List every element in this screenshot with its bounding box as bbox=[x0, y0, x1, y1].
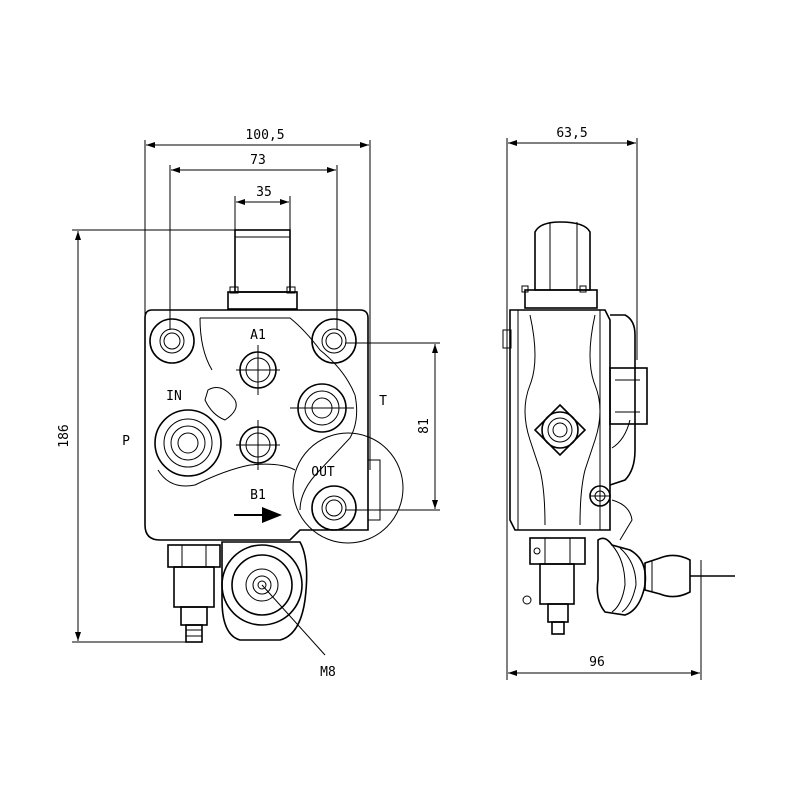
dimension-total-height: 186 bbox=[57, 229, 236, 643]
side-port-small bbox=[589, 485, 611, 507]
port-p bbox=[154, 409, 222, 477]
dimension-label: 81 bbox=[417, 418, 432, 434]
spool-top bbox=[227, 229, 298, 310]
side-view: 63,5 96 bbox=[502, 126, 735, 680]
side-body bbox=[502, 309, 648, 541]
flow-direction-arrow bbox=[234, 507, 282, 523]
dimension-lever-depth: 96 bbox=[508, 560, 702, 680]
dimension-label: 96 bbox=[589, 655, 605, 670]
port-a1-label: A1 bbox=[250, 328, 266, 343]
front-view: 100,5 73 35 186 81 bbox=[57, 128, 440, 680]
mount-hole-top-right bbox=[311, 318, 357, 364]
dimension-label: 73 bbox=[250, 153, 266, 168]
dimension-port-height: 81 bbox=[345, 342, 440, 511]
port-a1 bbox=[236, 345, 280, 395]
thread-m8-label: M8 bbox=[320, 665, 336, 680]
dimension-spool-width: 35 bbox=[234, 185, 291, 230]
thread-callout: M8 bbox=[261, 584, 336, 680]
mount-hole-top-left bbox=[149, 318, 195, 364]
port-out bbox=[292, 432, 404, 544]
port-b1-label: B1 bbox=[250, 488, 266, 503]
port-b1 bbox=[236, 420, 280, 470]
side-port-diamond bbox=[533, 403, 587, 457]
dimension-label: 100,5 bbox=[245, 128, 284, 143]
dimension-label: 63,5 bbox=[556, 126, 587, 141]
lever-housing bbox=[221, 541, 308, 641]
side-spool-top bbox=[521, 221, 598, 309]
port-p-label: P bbox=[122, 434, 130, 449]
dimension-overall-width: 100,5 bbox=[144, 128, 371, 470]
dimension-port-spacing: 73 bbox=[169, 153, 338, 330]
dimension-depth: 63,5 bbox=[506, 126, 638, 680]
dimension-label: 35 bbox=[256, 185, 272, 200]
dimension-label: 186 bbox=[57, 424, 72, 447]
side-lever bbox=[596, 537, 735, 616]
side-relief-valve bbox=[522, 537, 586, 635]
valve-body bbox=[144, 309, 369, 541]
port-out-label: OUT bbox=[311, 465, 335, 480]
port-t-label: T bbox=[379, 394, 387, 409]
port-t bbox=[290, 383, 354, 433]
relief-valve bbox=[167, 544, 221, 643]
port-in-label: IN bbox=[166, 389, 182, 404]
